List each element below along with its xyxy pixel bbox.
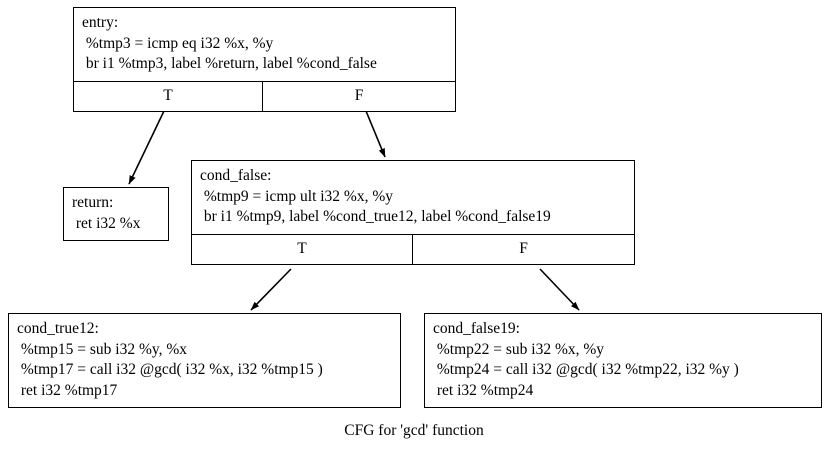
node-entry-line-2: br i1 %tmp3, label %return, label %cond_…	[82, 55, 377, 72]
node-return-line-0: return:	[72, 194, 114, 211]
node-entry-body: entry: %tmp3 = icmp eq i32 %x, %y br i1 …	[74, 8, 455, 81]
node-cond-false-line-2: br i1 %tmp9, label %cond_true12, label %…	[200, 208, 551, 225]
node-entry-line-1: %tmp3 = icmp eq i32 %x, %y	[82, 34, 274, 52]
node-cond-false-ports: T F	[192, 233, 634, 264]
node-cond-false-line-0: cond_false:	[200, 167, 272, 184]
node-cond-true12-line-3: ret i32 %tmp17	[17, 381, 118, 399]
node-cond-false19-line-2: %tmp24 = call i32 @gcd( i32 %tmp22, i32 …	[433, 361, 739, 378]
node-cond-false19[interactable]: cond_false19: %tmp22 = sub i32 %x, %y %t…	[424, 313, 822, 408]
node-cond-false-line-1: %tmp9 = icmp ult i32 %x, %y	[200, 187, 394, 205]
node-cond-true12-line-2: %tmp17 = call i32 @gcd( i32 %x, i32 %tmp…	[17, 361, 323, 378]
edge-entry-false-to-cond-false	[365, 110, 386, 158]
node-cond-true12[interactable]: cond_true12: %tmp15 = sub i32 %y, %x %tm…	[8, 313, 401, 408]
node-return-line-1: ret i32 %x	[72, 214, 141, 232]
node-cond-false19-line-3: ret i32 %tmp24	[433, 381, 534, 399]
node-cond-true12-body: cond_true12: %tmp15 = sub i32 %y, %x %tm…	[9, 314, 400, 407]
node-cond-false-port-false[interactable]: F	[519, 240, 528, 258]
node-entry-port-true[interactable]: T	[74, 81, 263, 111]
node-cond-false[interactable]: cond_false: %tmp9 = icmp ult i32 %x, %y …	[191, 160, 635, 265]
node-entry-line-0: entry:	[82, 14, 119, 31]
node-entry[interactable]: entry: %tmp3 = icmp eq i32 %x, %y br i1 …	[73, 7, 456, 112]
edge-cond-false-false-to-cond-false19	[539, 268, 580, 311]
edge-entry-true-to-return	[128, 110, 165, 185]
node-cond-false19-line-1: %tmp22 = sub i32 %x, %y	[433, 340, 605, 358]
node-cond-true12-line-1: %tmp15 = sub i32 %y, %x	[17, 340, 188, 358]
node-cond-false-port-true[interactable]: T	[192, 234, 413, 264]
node-entry-port-false[interactable]: F	[354, 87, 364, 105]
diagram-caption: CFG for 'gcd' function	[344, 422, 484, 439]
node-entry-ports: T F	[74, 80, 455, 111]
edge-cond-false-true-to-cond-true12	[250, 268, 292, 311]
node-cond-true12-line-0: cond_true12:	[17, 320, 99, 337]
node-cond-false-body: cond_false: %tmp9 = icmp ult i32 %x, %y …	[192, 161, 634, 234]
node-cond-false19-line-0: cond_false19:	[433, 320, 520, 337]
node-cond-false19-body: cond_false19: %tmp22 = sub i32 %x, %y %t…	[425, 314, 821, 407]
node-return[interactable]: return: ret i32 %x	[63, 187, 169, 241]
node-return-body: return: ret i32 %x	[64, 188, 168, 240]
